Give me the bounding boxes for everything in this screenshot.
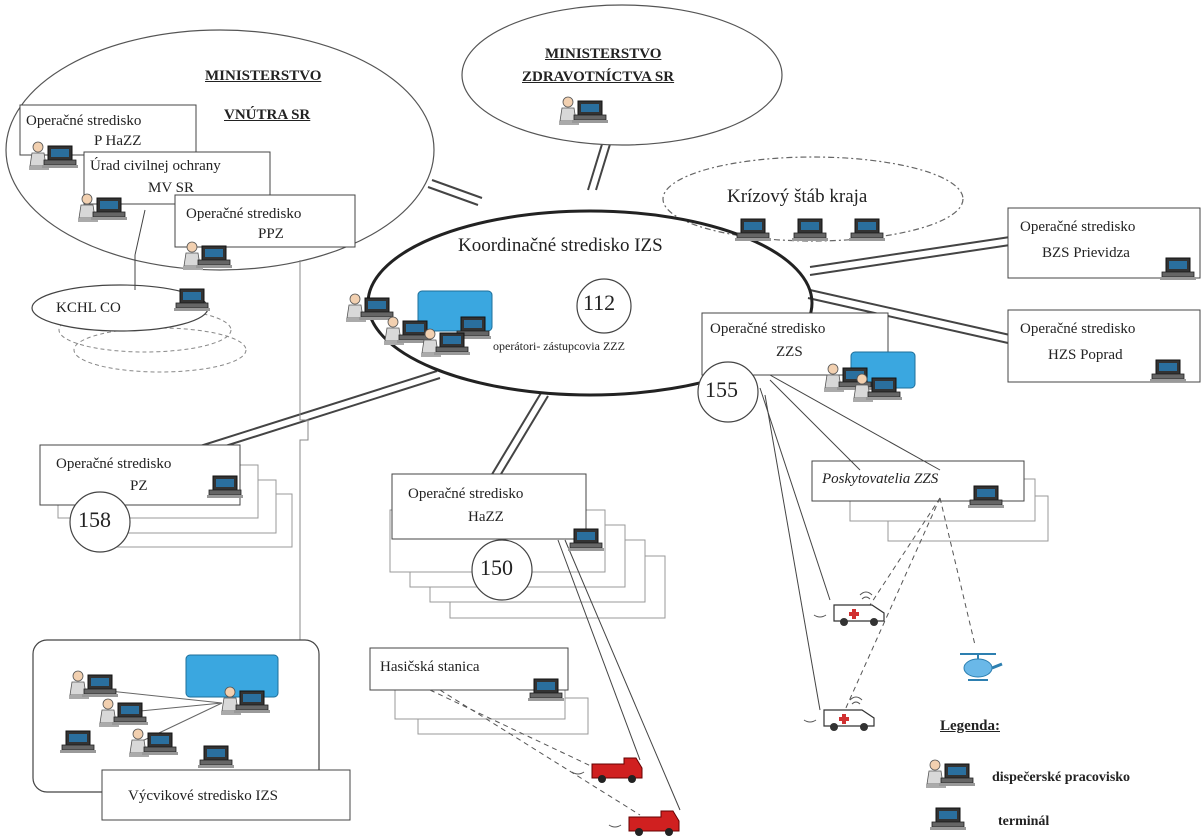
legend-terminal-label: terminál bbox=[998, 814, 1050, 829]
ems-providers-label: Poskytovatelia ZZS bbox=[822, 471, 939, 487]
op-center-zzs-label-2: ZZS bbox=[776, 344, 803, 360]
emergency-number-112: 112 bbox=[583, 290, 616, 315]
op-center-phazz-label-2: P HaZZ bbox=[94, 133, 142, 149]
op-center-pz-label-1: Operačné stredisko bbox=[56, 456, 172, 472]
health-ministry-title-2: ZDRAVOTNÍCTVA SR bbox=[522, 69, 675, 85]
operators-label: operátori- zástupcovia ZZZ bbox=[493, 339, 625, 353]
emergency-number-150: 150 bbox=[480, 555, 513, 580]
op-center-hazz-label-1: Operačné stredisko bbox=[408, 486, 524, 502]
coordination-center-title: Koordinačné stredisko IZS bbox=[458, 235, 663, 256]
civil-protection-label-2: MV SR bbox=[148, 180, 194, 196]
helicopter-icon bbox=[960, 653, 1003, 681]
legend-dispatcher-label: dispečerské pracovisko bbox=[992, 770, 1131, 785]
emergency-number-155: 155 bbox=[705, 377, 738, 402]
fire-station-label: Hasičská stanica bbox=[380, 659, 480, 675]
interior-ministry-title-2: VNÚTRA SR bbox=[224, 107, 311, 123]
op-center-bzs-label-2: BZS Prievidza bbox=[1042, 245, 1130, 261]
op-center-hzs-label-2: HZS Poprad bbox=[1048, 347, 1123, 363]
emergency-number-158: 158 bbox=[78, 507, 111, 532]
interior-ministry-title-1: MINISTERSTVO bbox=[205, 68, 322, 84]
op-center-ppz-label-1: Operačné stredisko bbox=[186, 206, 302, 222]
training-center-label: Výcvikové stredisko IZS bbox=[128, 788, 278, 804]
op-center-ppz-label-2: PPZ bbox=[258, 226, 284, 242]
health-ministry-title-1: MINISTERSTVO bbox=[545, 46, 662, 62]
op-center-hzs-label-1: Operačné stredisko bbox=[1020, 321, 1136, 337]
legend-title: Legenda: bbox=[940, 718, 1000, 734]
op-center-zzs-label-1: Operačné stredisko bbox=[710, 321, 826, 337]
civil-protection-label-1: Úrad civilnej ochrany bbox=[90, 158, 221, 174]
kchl-co-label: KCHL CO bbox=[56, 300, 121, 316]
health-ministry-ellipse bbox=[461, 4, 783, 146]
op-center-hazz-label-2: HaZZ bbox=[468, 509, 504, 525]
op-center-bzs-label-1: Operačné stredisko bbox=[1020, 219, 1136, 235]
op-center-pz-label-2: PZ bbox=[130, 478, 148, 494]
crisis-staff-label: Krízový štáb kraja bbox=[727, 186, 868, 207]
op-center-phazz-label-1: Operačné stredisko bbox=[26, 113, 142, 129]
